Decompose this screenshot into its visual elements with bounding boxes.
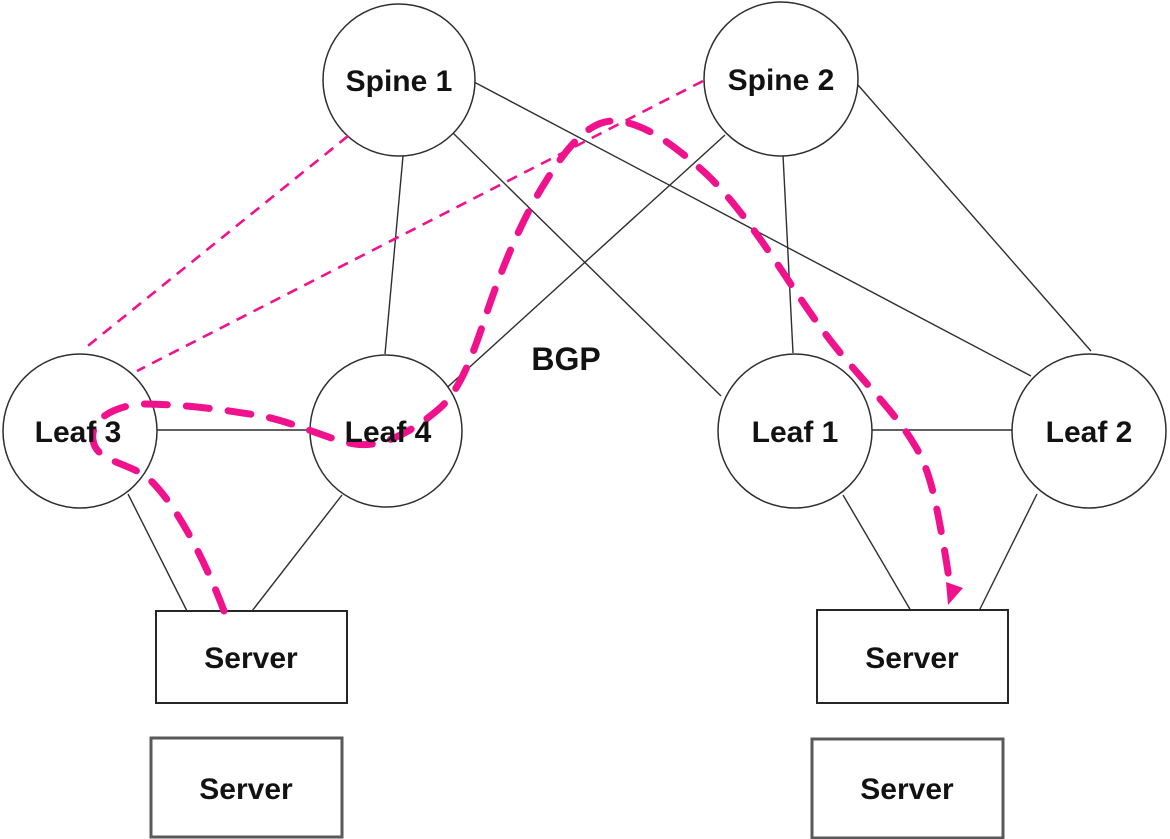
link-leaf2-server-right [978,493,1038,612]
link-spine1-leaf1 [452,132,722,397]
node-server-right-bottom [810,737,1005,839]
traffic-arrowhead-icon [946,582,963,605]
spine1-label: Spine 1 [346,65,453,98]
node-server-left-bottom [149,736,344,839]
link-spine2-leaf1 [782,154,794,354]
node-leaf3 [2,353,158,509]
server-left-bottom-label: Server [199,773,293,806]
bgp-session-spine2-leaf3 [136,79,704,373]
link-spine2-leaf4 [439,134,726,395]
node-server-left-top [155,610,348,704]
node-leaf2 [1011,353,1167,509]
node-spine1 [322,3,476,157]
leaf1-label: Leaf 1 [752,416,839,449]
bgp-session-lines [83,79,704,373]
leaf2-label: Leaf 2 [1046,416,1133,449]
traffic-path-group [89,117,963,615]
server-right-top-label: Server [865,642,959,675]
server-left-top-label: Server [204,642,298,675]
link-spine1-leaf4 [384,155,404,355]
link-leaf1-server-right [842,494,912,612]
traffic-path [89,117,955,615]
labels: Spine 1 Spine 2 Leaf 3 Leaf 4 Leaf 1 Lea… [35,64,1133,806]
leaf4-label: Leaf 4 [345,416,432,449]
bgp-protocol-label: BGP [531,341,600,377]
server-right-bottom-label: Server [860,773,954,806]
node-spine2 [703,1,859,157]
physical-links [127,81,1092,612]
bgp-session-spine1-leaf3 [83,134,349,351]
link-leaf3-server-left [127,493,188,612]
leaf3-label: Leaf 3 [35,416,122,449]
link-spine2-leaf2 [857,84,1092,352]
node-server-right-top [816,609,1009,704]
node-leaf1 [717,353,873,509]
spine2-label: Spine 2 [728,64,835,97]
link-leaf4-server-left [251,494,343,612]
